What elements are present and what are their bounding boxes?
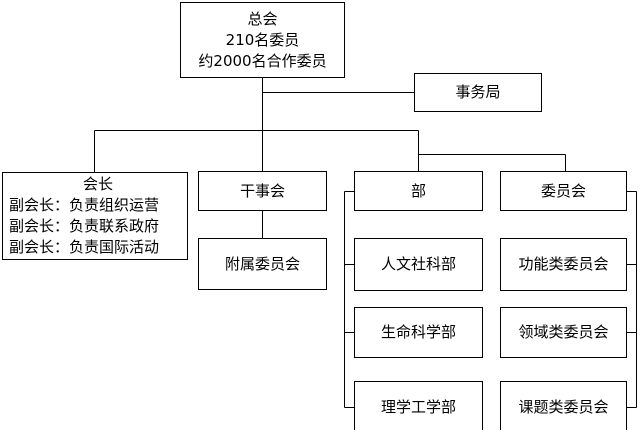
department-life-sciences-label: 生命科学部 <box>380 323 456 341</box>
president-title: 会长 <box>82 175 113 193</box>
president-box: 会长 副会长：负责组织运营 副会长：负责联系政府 副会长：负责国际活动 <box>2 172 188 260</box>
committee-topic-label: 课题类委员会 <box>518 397 609 416</box>
department-humanities-label: 人文社科部 <box>380 255 456 273</box>
department-item: 理学工学部 <box>354 381 483 430</box>
committee-field-label: 领域类委员会 <box>518 323 609 341</box>
board-label: 干事会 <box>239 181 285 200</box>
committee-functional-label: 功能类委员会 <box>518 255 609 273</box>
departments-title: 部 <box>410 181 426 200</box>
cooperating-member-count: 约2000名合作委员 <box>198 51 327 70</box>
board-box: 干事会 <box>198 171 327 211</box>
vice-president-operations: 副会长：负责组织运营 <box>9 196 160 214</box>
member-count: 210名委员 <box>225 30 300 49</box>
department-item: 生命科学部 <box>354 307 483 358</box>
committees-title: 委员会 <box>540 181 586 200</box>
secretariat-box: 事务局 <box>414 73 542 112</box>
committee-item: 课题类委员会 <box>500 381 627 430</box>
secretariat-label: 事务局 <box>455 83 501 101</box>
department-science-engineering-label: 理学工学部 <box>380 397 456 416</box>
committee-item: 功能类委员会 <box>500 238 627 291</box>
department-item: 人文社科部 <box>354 238 483 291</box>
affiliate-committee-box: 附属委员会 <box>198 238 327 290</box>
departments-box: 部 <box>354 171 483 211</box>
affiliate-committee-label: 附属委员会 <box>224 254 300 273</box>
vice-president-government: 副会长：负责联系政府 <box>9 217 160 235</box>
vice-president-international: 副会长：负责国际活动 <box>9 238 160 256</box>
general-assembly-box: 总会 210名委员 约2000名合作委员 <box>180 2 345 78</box>
general-assembly-title: 总会 <box>247 9 278 28</box>
committee-item: 领域类委员会 <box>500 307 627 358</box>
committees-box: 委员会 <box>500 171 627 211</box>
